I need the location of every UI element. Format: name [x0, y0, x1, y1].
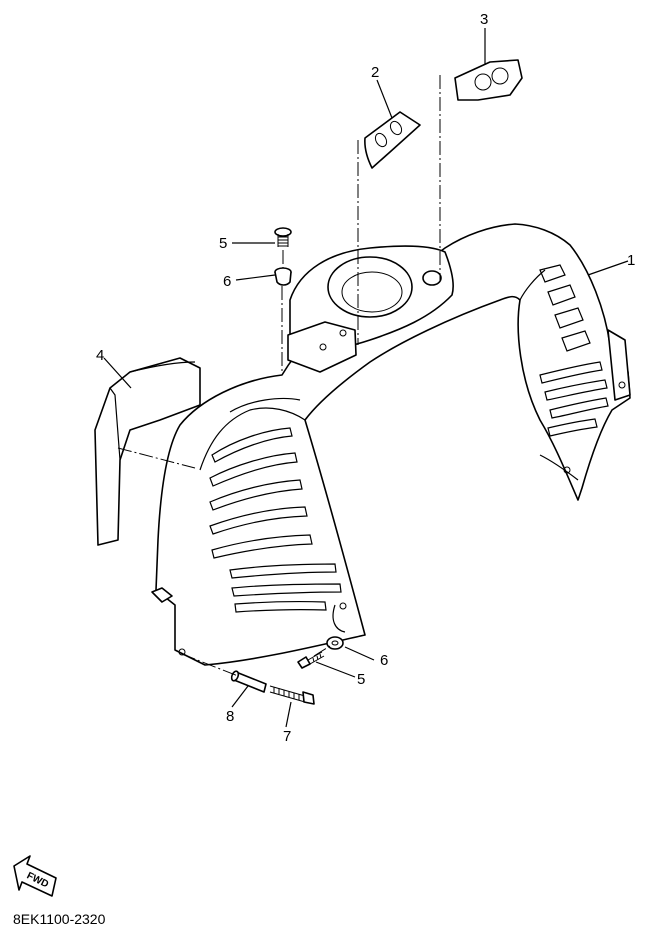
grommet-part-6-bottom: [326, 636, 344, 650]
callout-6-bottom: 6: [380, 652, 388, 669]
bracket-part-2: [364, 111, 421, 169]
callout-3: 3: [480, 11, 488, 28]
pad-part-4: [94, 357, 201, 546]
fwd-arrow-icon: FWD: [13, 855, 57, 897]
leader-lines: [103, 28, 629, 728]
grommet-part-6-top: [274, 267, 292, 286]
callout-labels: 1 2 3 4 5 6 6 5 8 7: [96, 11, 635, 745]
callout-8: 8: [226, 708, 234, 725]
drawing-code: 8EK1100-2320: [13, 911, 106, 927]
cowl-part-1: [151, 223, 631, 666]
callout-7: 7: [283, 728, 291, 745]
callout-5-top: 5: [219, 235, 227, 252]
callout-2: 2: [371, 64, 379, 81]
assembly-lines: [117, 75, 441, 677]
callout-6-top: 6: [223, 273, 231, 290]
screw-part-5-top: [274, 227, 292, 247]
collar-part-8: [230, 670, 267, 693]
callout-1: 1: [627, 252, 635, 269]
bolt-part-7: [269, 685, 315, 705]
screw-part-5-bottom: [297, 651, 325, 669]
callout-4: 4: [96, 347, 104, 364]
callout-5-bottom: 5: [357, 671, 365, 688]
bracket-part-3: [454, 59, 523, 101]
